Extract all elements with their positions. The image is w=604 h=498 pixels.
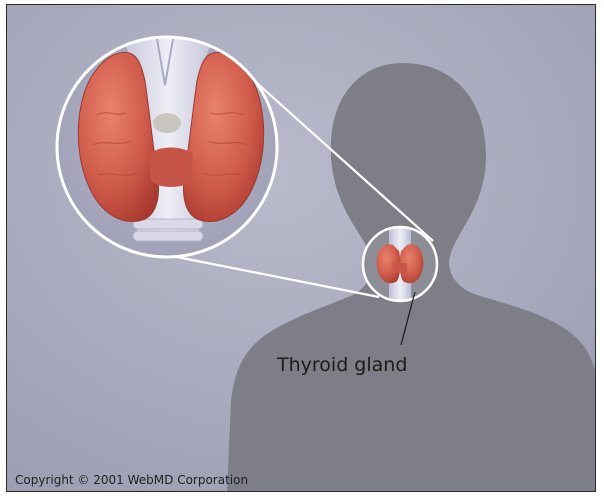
thyroid-illustration <box>7 5 596 492</box>
thyroid-gland-label: Thyroid gland <box>277 354 407 376</box>
copyright-text: Copyright © 2001 WebMD Corporation <box>15 473 248 487</box>
illustration-frame: Thyroid gland Copyright © 2001 WebMD Cor… <box>6 4 596 492</box>
